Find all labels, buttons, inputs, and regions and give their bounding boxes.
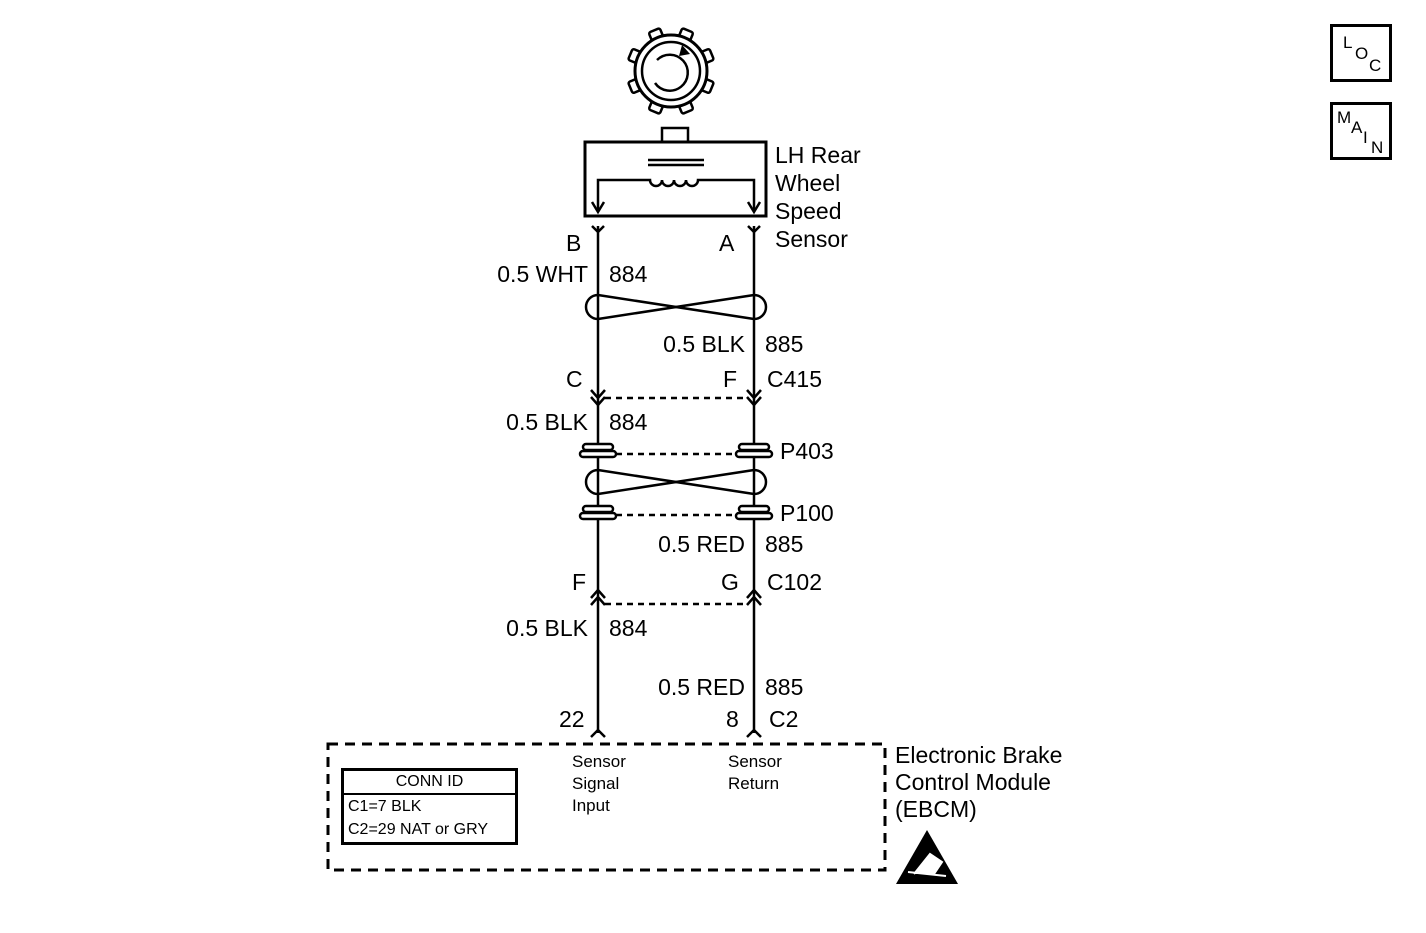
passthrough-p403 [578, 442, 774, 459]
circuit-number-label: 884 [609, 261, 648, 287]
sensor-pin-a: A [719, 230, 735, 256]
connector-c102 [590, 588, 762, 606]
passthrough-p100 [578, 504, 774, 521]
c415-pin-f: F [723, 366, 738, 392]
c102-pin-f: F [572, 569, 587, 595]
p100-label: P100 [780, 500, 834, 526]
main-letter: N [1371, 138, 1384, 157]
circuit-number-label: 885 [765, 331, 804, 357]
input-label-line: Return [728, 774, 780, 793]
sensor-name-line: Wheel [775, 170, 841, 196]
loc-letter: C [1369, 56, 1382, 75]
sensor-signal-input-label: Sensor Signal Input [572, 751, 626, 817]
circuit-number-label: 884 [609, 409, 648, 435]
loc-letter: L [1343, 33, 1353, 52]
c415-label: C415 [767, 366, 822, 392]
main-letter: I [1363, 128, 1368, 147]
conn-id-row: C2=29 NAT or GRY [348, 821, 489, 838]
sensor-name-line: LH Rear [775, 142, 861, 168]
twisted-pair-lower [584, 468, 768, 496]
connector-c2 [590, 728, 762, 738]
module-name-line: Electronic Brake [895, 742, 1063, 768]
wire-color-label: 0.5 WHT [497, 261, 588, 287]
conn-id-table: CONN ID C1=7 BLK C2=29 NAT or GRY [341, 768, 518, 845]
sensor-terminals [591, 225, 761, 234]
esd-warning-icon [896, 830, 958, 884]
input-label-line: Signal [572, 774, 620, 793]
wire-color-label: 0.5 BLK [506, 615, 588, 641]
sensor-return-label: Sensor Return [728, 751, 782, 795]
wire-color-label: 0.5 RED [658, 531, 745, 557]
module-name-line: (EBCM) [895, 796, 977, 822]
wire-color-label: 0.5 BLK [506, 409, 588, 435]
wire-color-label: 0.5 RED [658, 674, 745, 700]
sensor-name-line: Speed [775, 198, 842, 224]
p403-label: P403 [780, 438, 834, 464]
c102-label: C102 [767, 569, 822, 595]
input-label-line: Sensor [572, 752, 626, 771]
c2-pin-8: 8 [726, 706, 739, 732]
main-letter: M [1337, 108, 1352, 127]
circuit-number-label: 885 [765, 531, 804, 557]
circuit-number-label: 885 [765, 674, 804, 700]
sensor-name-line: Sensor [775, 226, 848, 252]
twisted-pair-upper [584, 293, 768, 321]
input-label-line: Input [572, 796, 610, 815]
c415-pin-c: C [566, 366, 583, 392]
conn-id-row: C1=7 BLK [348, 798, 422, 815]
wire-color-label: 0.5 BLK [663, 331, 745, 357]
sensor-name: LH Rear Wheel Speed Sensor [775, 141, 861, 253]
sensor-pin-b: B [566, 230, 582, 256]
connector-c415 [590, 389, 762, 407]
circuit-number-label: 884 [609, 615, 648, 641]
loc-letter: O [1355, 44, 1369, 63]
main-button[interactable]: M A I N [1330, 102, 1392, 160]
ebcm-module-box [326, 742, 887, 872]
loc-button[interactable]: L O C [1330, 24, 1392, 82]
module-name-line: Control Module [895, 769, 1051, 795]
tone-wheel-icon [627, 27, 715, 115]
wheel-speed-sensor-body [583, 126, 768, 218]
main-letter: A [1351, 118, 1363, 137]
input-label-line: Sensor [728, 752, 782, 771]
conn-id-header: CONN ID [344, 771, 515, 795]
module-name: Electronic Brake Control Module (EBCM) [895, 742, 1062, 823]
c2-pin-22: 22 [559, 706, 585, 732]
c102-pin-g: G [721, 569, 739, 595]
c2-label: C2 [769, 706, 799, 732]
